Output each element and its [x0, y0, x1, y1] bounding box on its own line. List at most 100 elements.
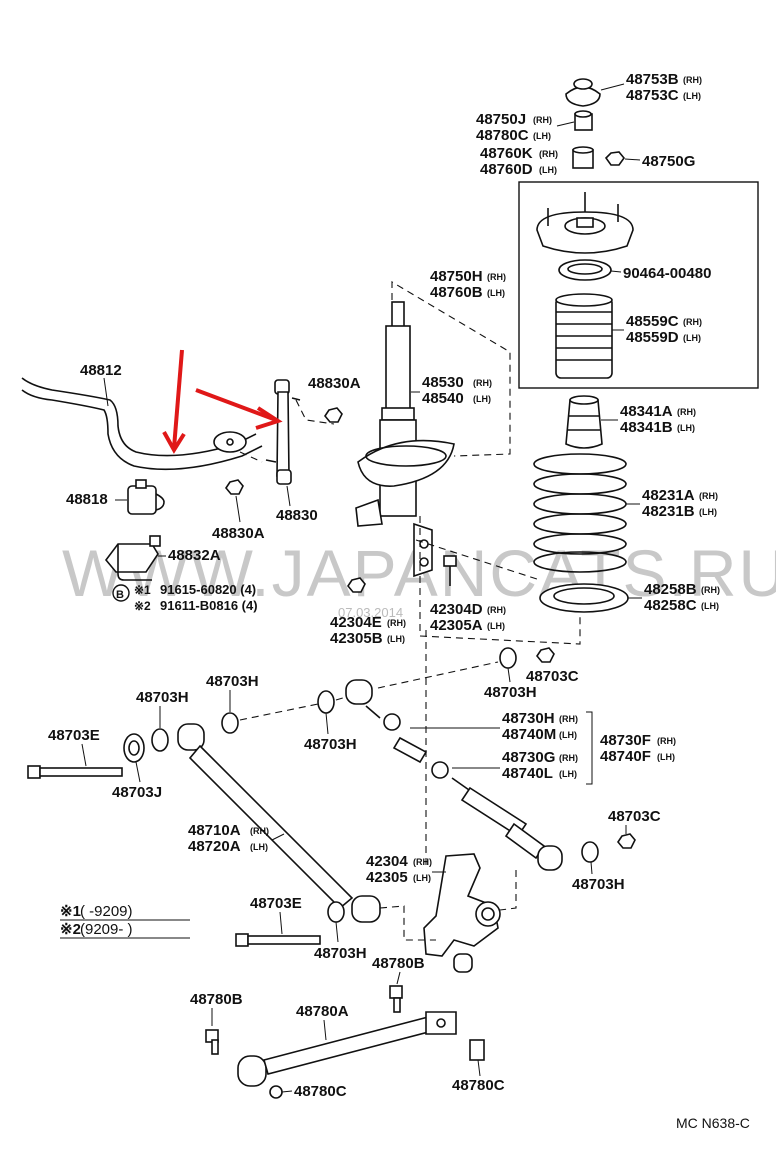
nut-48780c-right [469, 1039, 485, 1061]
svg-text:(RH): (RH) [487, 272, 506, 282]
label-48258b: 48258B [644, 581, 697, 598]
label-48258c: 48258C [644, 597, 697, 614]
label-48703h-e: 48703H [572, 876, 625, 893]
label-48703h-b: 48703H [206, 673, 259, 690]
svg-text:(LH): (LH) [487, 288, 505, 298]
svg-text:(RH): (RH) [473, 378, 492, 388]
svg-text:(LH): (LH) [539, 165, 557, 175]
label-48780a: 48780A [296, 1003, 349, 1020]
svg-text:(RH): (RH) [657, 736, 676, 746]
svg-text:※1: ※1 [60, 903, 81, 920]
spring-bumper-ring [558, 259, 612, 281]
link-nut-top [324, 407, 343, 423]
label-48780b-b: 48780B [190, 991, 243, 1008]
svg-text:(LH): (LH) [387, 634, 405, 644]
svg-text:(LH): (LH) [559, 769, 577, 779]
label-90464-00480: 90464-00480 [623, 265, 711, 282]
strut-rod-48780a [237, 1011, 457, 1087]
coil-spring [533, 453, 627, 573]
label-48703c-b: 48703C [608, 808, 661, 825]
svg-text:(LH): (LH) [559, 730, 577, 740]
svg-text:(LH): (LH) [701, 601, 719, 611]
label-48730g: 48730G [502, 749, 555, 766]
svg-text:(RH): (RH) [413, 857, 432, 867]
label-48703c-a: 48703C [526, 668, 579, 685]
svg-text:(LH): (LH) [487, 621, 505, 631]
svg-text:(LH): (LH) [533, 131, 551, 141]
washer-48703h-f [327, 901, 345, 923]
svg-text:(RH): (RH) [677, 407, 696, 417]
svg-text:(RH): (RH) [559, 714, 578, 724]
label-48703h-a: 48703H [484, 684, 537, 701]
label-48753c: 48753C [626, 87, 679, 104]
cushion-nut [574, 110, 593, 131]
washer-48703h-a [499, 647, 517, 669]
label-48750g: 48750G [642, 153, 695, 170]
nut-42304e [347, 577, 366, 593]
diagram-code: MC N638-C [676, 1115, 750, 1131]
label-48740f: 48740F [600, 748, 651, 765]
bolt-42304d [443, 555, 457, 586]
nut-48780c-left [269, 1085, 283, 1099]
watermark-date: 07.03.2014 [338, 605, 403, 620]
label-48830a-bottom: 48830A [212, 525, 265, 542]
red-arrow-left [162, 349, 186, 454]
stabilizer-bracket [104, 535, 161, 581]
label-48753b: 48753B [626, 71, 679, 88]
side-rh: (RH) [683, 75, 702, 85]
label-48760b: 48760B [430, 284, 483, 301]
label-48703e-b: 48703E [250, 895, 302, 912]
label-48750h: 48750H [430, 268, 483, 285]
lateral-arm-48730 [345, 679, 563, 871]
label-48559c: 48559C [626, 313, 679, 330]
svg-text:(LH): (LH) [473, 394, 491, 404]
nut-48703c-a [536, 647, 555, 663]
stabilizer-link [265, 379, 301, 485]
label-48740m: 48740M [502, 726, 556, 743]
assembly-box [518, 181, 759, 389]
label-48710a: 48710A [188, 822, 241, 839]
label-42304: 42304 [366, 853, 408, 870]
svg-text:(LH): (LH) [683, 333, 701, 343]
stabilizer-bushing [127, 479, 165, 515]
label-48780c-a: 48780C [294, 1083, 347, 1100]
label-91615-60820: 91615-60820 (4) [160, 582, 256, 597]
label-48750j: 48750J [476, 111, 526, 128]
svg-text:(RH): (RH) [387, 618, 406, 628]
svg-text:(RH): (RH) [533, 115, 552, 125]
svg-text:(RH): (RH) [683, 317, 702, 327]
label-48780c-top: 48780C [476, 127, 529, 144]
note-2: (9209- ) [80, 921, 133, 938]
svg-text:(LH): (LH) [250, 842, 268, 852]
label-48760d: 48760D [480, 161, 533, 178]
svg-text:(LH): (LH) [413, 873, 431, 883]
svg-text:(RH): (RH) [701, 585, 720, 595]
svg-text:※2: ※2 [60, 921, 81, 938]
side-lh: (LH) [683, 91, 701, 101]
label-48780b-a: 48780B [372, 955, 425, 972]
washer-48703h-d [317, 690, 335, 714]
svg-text:(RH): (RH) [539, 149, 558, 159]
label-42304e: 42304E [330, 614, 382, 631]
label-48231a: 48231A [642, 487, 695, 504]
spring-insulator [539, 583, 629, 613]
mark-2: ※2 [134, 599, 151, 613]
label-48540: 48540 [422, 390, 464, 407]
label-48830: 48830 [276, 507, 318, 524]
label-48818: 48818 [66, 491, 108, 508]
washer-48703h-b [221, 712, 239, 734]
label-48530: 48530 [422, 374, 464, 391]
svg-text:(RH): (RH) [487, 605, 506, 615]
label-48703h-f: 48703H [314, 945, 367, 962]
bushing-48703j [123, 733, 145, 763]
washer-48703h-e [581, 841, 599, 863]
upper-support-cap [565, 78, 601, 107]
rear-axle-carrier [423, 853, 501, 973]
label-48703e-a: 48703E [48, 727, 100, 744]
shock-absorber [355, 301, 455, 578]
label-48703j: 48703J [112, 784, 162, 801]
suspension-support [536, 192, 634, 254]
label-42305a: 42305A [430, 617, 483, 634]
label-48780c-b: 48780C [452, 1077, 505, 1094]
